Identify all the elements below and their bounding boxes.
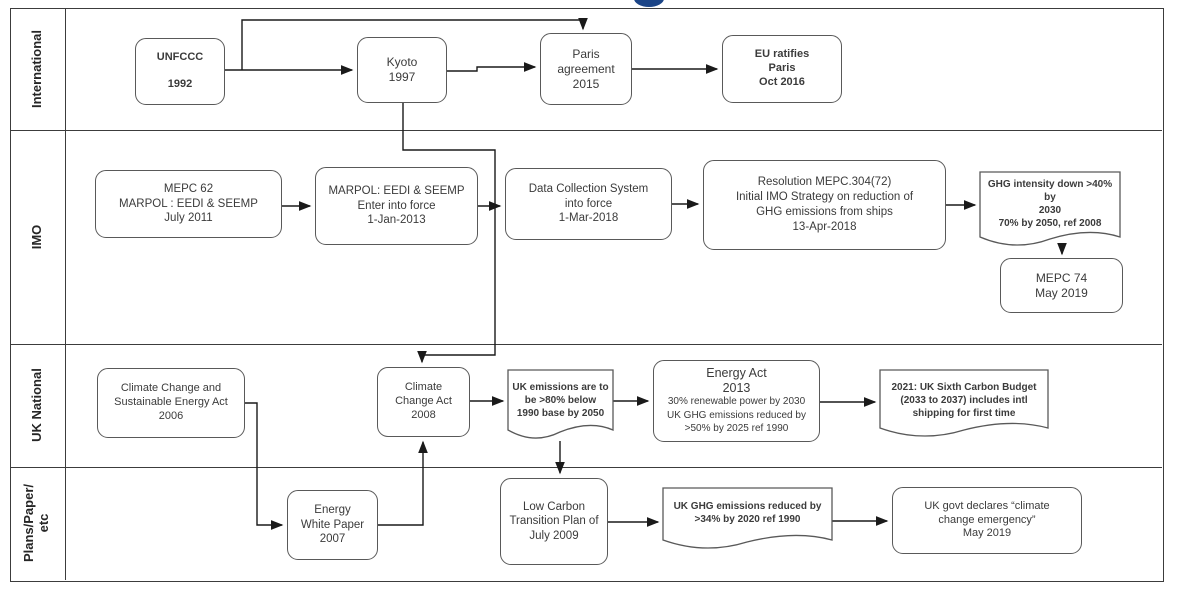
node-resolution-mepc-304-72: Resolution MEPC.304(72) Initial IMO Stra…	[703, 160, 946, 250]
node-mepc-74: MEPC 74 May 2019	[1000, 258, 1123, 313]
diagram-outer-border	[10, 8, 1164, 582]
node-climate-emergency-declaration: UK govt declares “climate change emergen…	[892, 487, 1082, 554]
node-ghg-intensity-doc-label: GHG intensity down >40% by 2030 70% by 2…	[987, 179, 1113, 229]
cropped-title-glyph	[634, 0, 664, 7]
document-shape-uk-emissions	[507, 369, 614, 439]
node-energy-act-2013: Energy Act 2013 30% renewable power by 2…	[653, 360, 820, 442]
node-energy-act-2013-body: 30% renewable power by 2030 UK GHG emiss…	[667, 396, 806, 435]
node-uk-emissions-doc-label: UK emissions are to be >80% below 1990 b…	[512, 381, 609, 419]
node-climate-change-act-2008-label: Climate Change Act 2008	[395, 381, 452, 421]
node-unfccc-1992: UNFCCC 1992	[135, 38, 225, 105]
node-ghg-34-doc-label: UK GHG emissions reduced by >34% by 2020…	[673, 501, 822, 525]
node-carbon-budget-2021-doc-label: 2021: UK Sixth Carbon Budget (2033 to 20…	[891, 381, 1037, 419]
node-climate-change-act-2008: Climate Change Act 2008	[377, 367, 470, 437]
node-eu-ratifies-paris-label: EU ratifies Paris Oct 2016	[754, 48, 810, 88]
node-marpol-enter-into-force: MARPOL: EEDI & SEEMP Enter into force 1-…	[315, 167, 478, 245]
node-mepc-62: MEPC 62 MARPOL : EEDI & SEEMP July 2011	[95, 170, 282, 238]
node-data-collection-system: Data Collection System into force 1-Mar-…	[505, 168, 672, 240]
node-low-carbon-transition-plan: Low Carbon Transition Plan of July 2009	[500, 478, 608, 565]
node-kyoto-1997: Kyoto 1997	[357, 37, 447, 103]
node-climate-change-sustainable-energy-act-2006: Climate Change and Sustainable Energy Ac…	[97, 368, 245, 438]
node-cc-sustainable-2006-label: Climate Change and Sustainable Energy Ac…	[114, 382, 228, 422]
node-energy-white-paper-2007-label: Energy White Paper 2007	[300, 504, 365, 546]
node-low-carbon-transition-plan-label: Low Carbon Transition Plan of July 2009	[509, 500, 599, 542]
node-paris-agreement-2015: Paris agreement 2015	[540, 33, 632, 105]
document-shape-ghg-34	[662, 487, 833, 549]
lane-label-divider	[65, 8, 66, 580]
node-unfccc-1992-label: UNFCCC 1992	[156, 50, 204, 91]
node-eu-ratifies-paris: EU ratifies Paris Oct 2016	[722, 35, 842, 103]
node-energy-act-2013-title: Energy Act 2013	[706, 366, 767, 395]
node-climate-emergency-declaration-label: UK govt declares “climate change emergen…	[924, 499, 1050, 540]
lane-divider-2	[10, 344, 1162, 345]
node-data-collection-system-label: Data Collection System into force 1-Mar-…	[528, 183, 649, 225]
node-energy-white-paper-2007: Energy White Paper 2007	[287, 490, 378, 560]
document-shape-ghg-intensity	[979, 171, 1121, 246]
lane-divider-1	[10, 130, 1162, 131]
lane-divider-3	[10, 467, 1162, 468]
node-mepc-74-label: MEPC 74 May 2019	[1035, 270, 1088, 300]
node-mepc-62-label: MEPC 62 MARPOL : EEDI & SEEMP July 2011	[119, 183, 258, 225]
node-resolution-mepc-304-72-label: Resolution MEPC.304(72) Initial IMO Stra…	[735, 176, 914, 233]
node-paris-agreement-2015-label: Paris agreement 2015	[557, 46, 615, 91]
node-marpol-enter-into-force-label: MARPOL: EEDI & SEEMP Enter into force 1-…	[328, 185, 465, 227]
node-kyoto-1997-label: Kyoto 1997	[386, 55, 418, 84]
document-shape-carbon-budget-2021	[879, 369, 1049, 437]
